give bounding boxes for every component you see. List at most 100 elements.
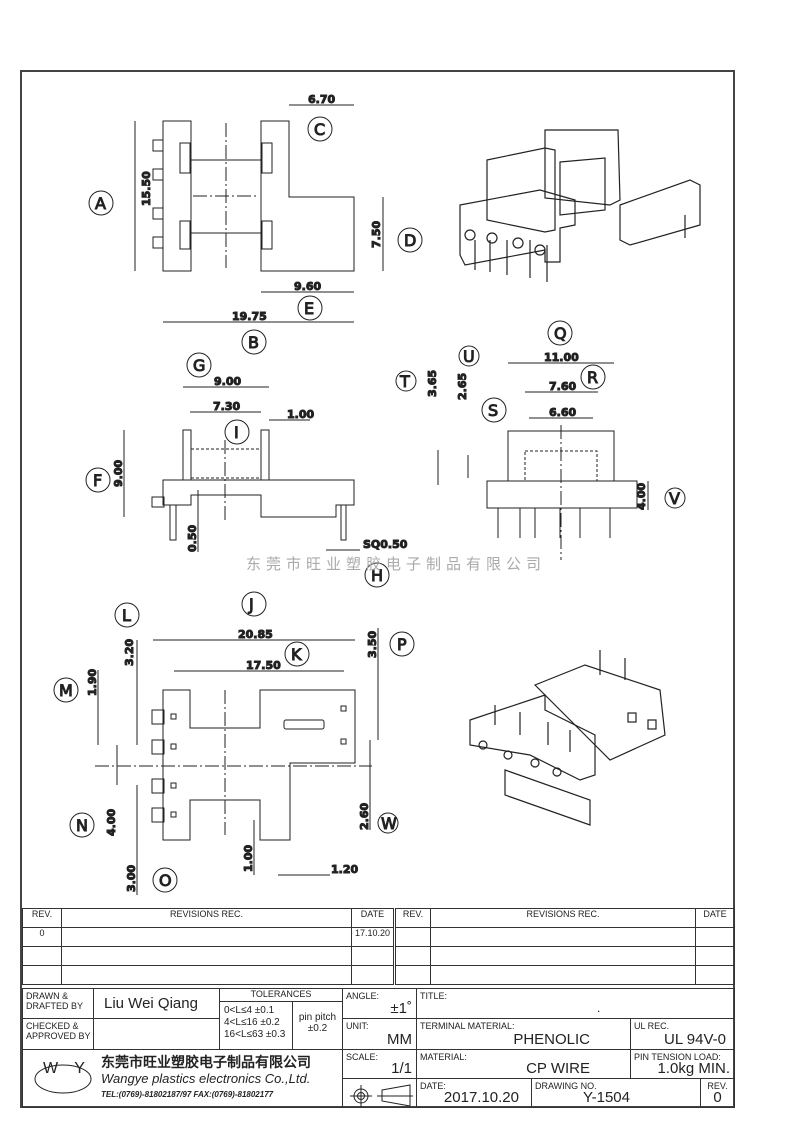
cell: 17.10.20 [350, 927, 396, 947]
dim-text: 11.00 [544, 351, 579, 364]
cell [22, 965, 62, 985]
iso-bottom-frame [504, 769, 591, 826]
revision-row: 0 17.10.20 [22, 927, 735, 947]
dim-text: 7.60 [549, 380, 576, 393]
dim-text: 20.85 [238, 628, 273, 641]
pin-stub [151, 709, 165, 725]
label-circle [152, 867, 178, 893]
side-view: 9.00 7.30 1.00 9.00 0.50 SQ0.50 F G H I [85, 352, 408, 588]
tab [179, 220, 191, 250]
view-label: S [488, 401, 498, 420]
isometric-view-bottom [469, 650, 666, 826]
view-label: H [371, 566, 383, 585]
end-view: 11.00 7.60 6.60 3.65 2.65 4.00 Q R S T U… [395, 320, 686, 560]
cell [350, 946, 396, 966]
pin-square [170, 713, 177, 720]
dim-text: 9.60 [294, 280, 321, 293]
company-logo-text: W Y [43, 1060, 91, 1077]
pin-stub [151, 778, 165, 794]
date-label: DATE: [420, 1081, 446, 1091]
dim-text: 1.90 [86, 669, 99, 696]
iso-pin-head [464, 229, 476, 241]
right-flange [260, 429, 270, 481]
iso-pin-head [512, 237, 524, 249]
dim-text: 9.00 [214, 375, 241, 388]
label-circle [224, 419, 250, 445]
cell [61, 927, 352, 947]
dim-text: 3.50 [366, 631, 379, 658]
label-circle [69, 812, 95, 838]
checked-label-cell: CHECKED & APPROVED BY [22, 1018, 94, 1050]
iso-right-block [619, 179, 701, 246]
dim-text: 0.50 [186, 525, 199, 552]
tab [261, 220, 273, 250]
dim-text: SQ0.50 [363, 538, 408, 551]
pin-stub [151, 739, 165, 755]
dim-text: 9.00 [112, 460, 125, 487]
pin [169, 504, 177, 541]
dim-text: 2.65 [456, 373, 469, 400]
label-circle [241, 329, 267, 355]
iso-post [627, 712, 637, 723]
cell [430, 946, 696, 966]
tolerances-cell: 0<L≤4 ±0.1 4<L≤16 ±0.2 16<L≤63 ±0.3 [219, 1001, 293, 1050]
label-circle [481, 397, 507, 423]
label-circle [547, 320, 573, 346]
iso-base [459, 189, 576, 266]
company-contact: TEL:(0769)-81802187/97 FAX:(0769)-818021… [101, 1090, 274, 1099]
view-label: O [159, 871, 172, 890]
title-block: DRAWN & DRAFTED BY Liu Wei Qiang CHECKED… [22, 988, 735, 1108]
watermark: 东莞市旺业塑胶电子制品有限公司 [246, 555, 547, 573]
label-circle [377, 812, 399, 834]
cell [430, 927, 696, 947]
iso-front-rail [469, 694, 596, 781]
tolerance-row: 0<L≤4 ±0.1 [224, 1005, 275, 1016]
slot [283, 719, 325, 730]
cell [695, 927, 735, 947]
iso-rear-flange [544, 129, 621, 206]
view-label: L [122, 606, 131, 625]
pin-square [170, 782, 177, 789]
pin-stub [151, 807, 165, 823]
pin-pitch-value: ±0.2 [307, 1023, 328, 1034]
ul-rec-value: UL 94V-0 [664, 1031, 726, 1048]
material-label: MATERIAL: [420, 1052, 467, 1062]
header-revisions: REVISIONS REC. [61, 908, 352, 928]
scale-label: SCALE: [346, 1052, 379, 1062]
checked-by-cell [93, 1018, 220, 1050]
revision-header-row: REV. REVISIONS REC. DATE REV. REVISIONS … [22, 908, 735, 928]
label-circle [284, 641, 310, 667]
cell [430, 965, 696, 985]
iso-pin-head [478, 740, 488, 750]
view-label: T [399, 372, 410, 391]
body-outline [162, 689, 356, 841]
label-circle [241, 591, 267, 617]
pin-stub [152, 207, 164, 220]
pin-pitch-label: pin pitch [298, 1012, 337, 1023]
cell [22, 946, 62, 966]
label-circle [389, 631, 415, 657]
pin-stub [152, 139, 164, 152]
checked-label: CHECKED & APPROVED BY [26, 1021, 91, 1041]
dim-text: 3.00 [125, 865, 138, 892]
view-label: V [669, 489, 680, 508]
view-label: C [314, 120, 325, 139]
isometric-view-top [459, 129, 701, 282]
drawn-by: Liu Wei Qiang [104, 995, 198, 1012]
pin-stub [152, 236, 164, 249]
dim-text: 15.50 [140, 171, 153, 206]
header-rev: REV. [22, 908, 62, 928]
cell [695, 965, 735, 985]
header-date: DATE [695, 908, 735, 928]
title-value: . [597, 1001, 601, 1015]
dim-text: 1.00 [287, 408, 314, 421]
dim-text: 3.20 [123, 639, 136, 666]
drawn-label: DRAWN & DRAFTED BY [26, 991, 84, 1011]
label-circle [114, 602, 140, 628]
view-label: M [59, 681, 73, 700]
pin-tension-value: 1.0kg MIN. [657, 1060, 730, 1077]
header-date: DATE [350, 908, 396, 928]
view-label: K [291, 645, 302, 664]
dim-text: 4.00 [635, 483, 648, 510]
cell [393, 927, 431, 947]
